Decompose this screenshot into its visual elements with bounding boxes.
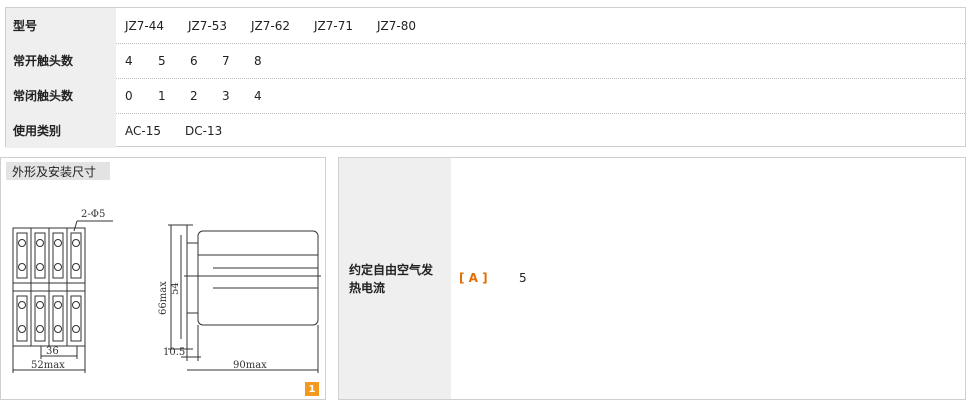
- thermal-current-label-line1: 约定自由空气发: [349, 262, 434, 277]
- nc-contacts-value: 2: [190, 88, 198, 103]
- dimensions-title: 外形及安装尺寸: [6, 162, 110, 180]
- no-contacts-value: 5: [158, 53, 166, 68]
- page-badge[interactable]: 1: [305, 382, 319, 396]
- no-contacts-value: 7: [222, 53, 230, 68]
- category-value: AC-15: [125, 123, 161, 138]
- height-54-label: 54: [170, 282, 181, 295]
- spec-label: 型号: [6, 8, 116, 43]
- thermal-current-unit: [ A ]: [459, 271, 488, 285]
- spec-label: 常闭触头数: [6, 78, 116, 113]
- thermal-current-value: 5: [519, 271, 527, 285]
- length-90max-label: 90max: [233, 360, 267, 371]
- model-value: JZ7-53: [188, 18, 227, 33]
- offset-10-5-label: 10.5: [163, 347, 185, 358]
- spec-row-model: 型号 JZ7-44 JZ7-53 JZ7-62 JZ7-71 JZ7-80: [6, 8, 965, 44]
- model-value: JZ7-44: [125, 18, 164, 33]
- spec-label: 使用类别: [6, 113, 116, 148]
- dimension-drawing: 2-Φ5 36 52max 66max 54 10.5 90max: [12, 209, 321, 373]
- spec-row-no-contacts: 常开触头数 4 5 6 7 8: [6, 43, 965, 79]
- nc-contacts-value: 3: [222, 88, 230, 103]
- nc-contacts-value: 4: [254, 88, 262, 103]
- nc-contacts-value: 1: [158, 88, 166, 103]
- holes-label: 2-Φ5: [81, 209, 105, 220]
- model-value: JZ7-80: [377, 18, 416, 33]
- spec-row-nc-contacts: 常闭触头数 0 1 2 3 4: [6, 78, 965, 114]
- dimensions-panel: 外形及安装尺寸: [0, 157, 326, 400]
- spec-row-category: 使用类别 AC-15 DC-13: [6, 113, 965, 148]
- nc-contacts-value: 0: [125, 88, 133, 103]
- no-contacts-value: 4: [125, 53, 133, 68]
- no-contacts-value: 6: [190, 53, 198, 68]
- model-value: JZ7-71: [314, 18, 353, 33]
- thermal-current-label-line2: 热电流: [349, 280, 386, 295]
- model-value: JZ7-62: [251, 18, 290, 33]
- height-66max-label: 66max: [158, 281, 169, 315]
- width-36-label: 36: [46, 346, 59, 357]
- thermal-current-panel: 约定自由空气发 热电流 [ A ] 5: [338, 157, 966, 400]
- spec-table: 型号 JZ7-44 JZ7-53 JZ7-62 JZ7-71 JZ7-80 常开…: [5, 7, 966, 148]
- category-value: DC-13: [185, 123, 223, 138]
- spec-label: 常开触头数: [6, 43, 116, 78]
- no-contacts-value: 8: [254, 53, 262, 68]
- thermal-current-label: 约定自由空气发 热电流: [339, 158, 451, 399]
- width-52max-label: 52max: [31, 360, 65, 371]
